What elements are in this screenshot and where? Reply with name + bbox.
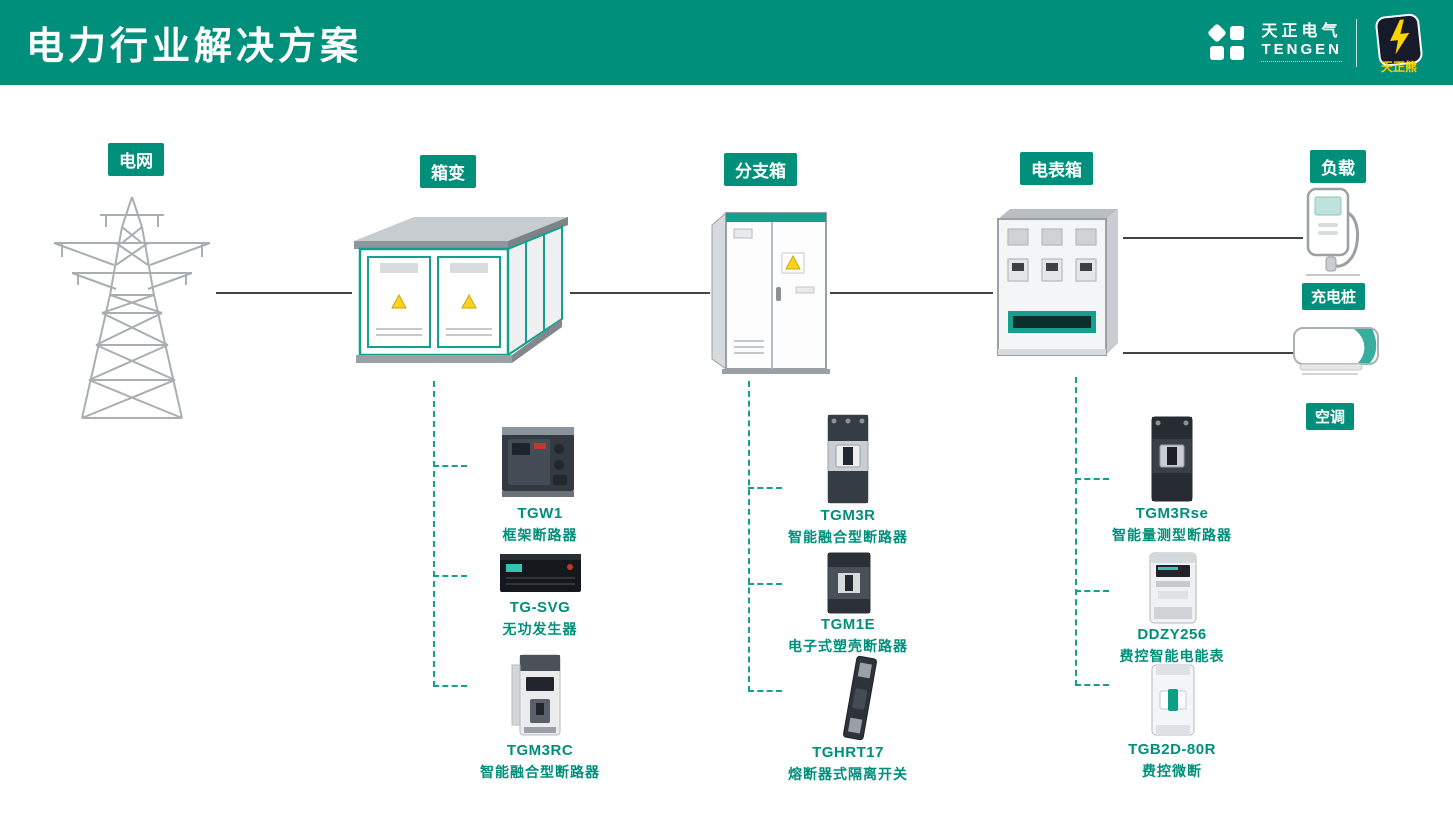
product-image-ddzy256 — [1149, 552, 1197, 624]
dashed-stub — [1075, 478, 1109, 480]
connector-grid-substation — [216, 292, 352, 294]
diagram-canvas: 电网 箱变 分支箱 电表箱 负载 充电桩 空调 — [0, 85, 1453, 815]
header: 电力行业解决方案 天正电气 TENGEN 天正熊 — [0, 0, 1453, 85]
connector-branch-meter — [830, 292, 993, 294]
product-image-tgm3rse — [1151, 416, 1193, 502]
product-desc: 智能量测型断路器 — [1112, 527, 1232, 543]
dashed-stub — [1075, 590, 1109, 592]
node-label-grid: 电网 — [108, 143, 164, 176]
product-model: TG-SVG — [509, 599, 571, 616]
page-title: 电力行业解决方案 — [26, 26, 363, 68]
dashed-stub — [1075, 684, 1109, 686]
product-image-tgw1 — [502, 427, 574, 497]
product-desc: 无功发生器 — [502, 621, 578, 637]
connector-meter-ac — [1123, 352, 1294, 354]
product-label: TGM3R 智能融合型断路器 — [748, 507, 948, 547]
connector-substation-branch — [570, 292, 710, 294]
product-image-tgm1e — [827, 552, 871, 614]
product-image-tghrt17 — [843, 655, 877, 741]
product-image-tgm3r — [827, 414, 869, 504]
product-label: TGM3Rse 智能量测型断路器 — [1072, 505, 1272, 545]
brand-tagline-rule — [1261, 61, 1342, 63]
product-image-tgm3rc — [511, 654, 561, 736]
product-model: TGB2D-80R — [1128, 741, 1216, 758]
product-model: TGM3Rse — [1135, 505, 1209, 522]
node-label-substation: 箱变 — [420, 155, 476, 188]
product-desc: 费控智能电能表 — [1119, 648, 1225, 664]
substation-illustration — [354, 217, 568, 363]
product-desc: 智能融合型断路器 — [788, 529, 908, 545]
connector-meter-charger — [1123, 237, 1303, 239]
node-label-air-conditioner: 空调 — [1306, 403, 1355, 430]
product-image-tgb2d-80r — [1151, 664, 1195, 736]
node-label-meter-box: 电表箱 — [1020, 152, 1093, 185]
brand-name-en: TENGEN — [1261, 41, 1342, 59]
product-desc: 费控微断 — [1142, 763, 1202, 779]
product-desc: 框架断路器 — [502, 527, 578, 543]
node-label-branch-box: 分支箱 — [724, 153, 797, 186]
transmission-tower-illustration — [53, 196, 211, 419]
dashed-connector-meter — [1075, 377, 1077, 686]
product-desc: 智能融合型断路器 — [480, 764, 600, 780]
dashed-stub — [748, 487, 782, 489]
mascot-name: 天正熊 — [1381, 59, 1417, 74]
product-label: TGHRT17 熔断器式隔离开关 — [748, 744, 948, 784]
brand-text: 天正电气 TENGEN — [1261, 23, 1342, 63]
air-conditioner-illustration — [1293, 327, 1379, 375]
product-desc: 熔断器式隔离开关 — [788, 766, 908, 782]
product-model: TGM3RC — [506, 742, 574, 759]
node-label-load: 负载 — [1310, 150, 1366, 183]
product-label: DDZY256 费控智能电能表 — [1072, 626, 1272, 666]
product-model: TGM1E — [820, 616, 876, 633]
node-label-charger: 充电桩 — [1302, 283, 1366, 310]
product-label: TGW1 框架断路器 — [440, 505, 640, 545]
dashed-stub — [748, 583, 782, 585]
product-desc: 电子式塑壳断路器 — [788, 638, 908, 654]
ev-charger-illustration — [1306, 187, 1360, 276]
dashed-stub — [433, 575, 467, 577]
dashed-stub — [433, 465, 467, 467]
brand-divider — [1356, 18, 1357, 67]
brand-logo: 天正电气 TENGEN 天正熊 — [1207, 12, 1427, 74]
dashed-stub — [433, 685, 467, 687]
product-label: TG-SVG 无功发生器 — [440, 599, 640, 639]
dashed-stub — [748, 690, 782, 692]
product-model: DDZY256 — [1137, 626, 1207, 643]
product-label: TGM3RC 智能融合型断路器 — [440, 742, 640, 782]
product-label: TGM1E 电子式塑壳断路器 — [748, 616, 948, 656]
branch-box-illustration — [711, 211, 830, 374]
product-image-tg-svg — [500, 554, 581, 592]
dashed-connector-substation — [433, 381, 435, 687]
tengen-logo-icon — [1208, 23, 1245, 60]
dashed-connector-branch — [748, 381, 750, 692]
product-model: TGW1 — [517, 505, 563, 522]
product-model: TGM3R — [820, 507, 876, 524]
product-label: TGB2D-80R 费控微断 — [1072, 741, 1272, 781]
mascot-badge: 天正熊 — [1375, 13, 1423, 74]
brand-name-cn: 天正电气 — [1261, 22, 1342, 40]
meter-box-illustration — [997, 209, 1118, 356]
product-model: TGHRT17 — [812, 744, 884, 761]
